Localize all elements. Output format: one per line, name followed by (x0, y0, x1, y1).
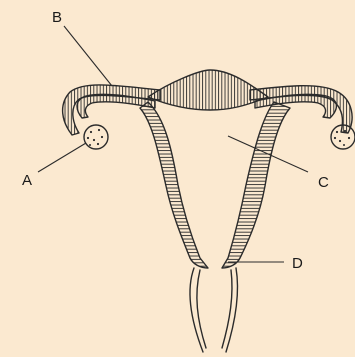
left-uterine-wall (140, 102, 208, 268)
right-uterine-wall (222, 102, 290, 268)
label-a: A (22, 172, 32, 189)
left-ovary (84, 125, 108, 149)
label-c: C (318, 174, 329, 191)
uterine-fundus (148, 70, 268, 110)
leader-line-a (38, 143, 86, 172)
label-b: B (52, 9, 62, 26)
vaginal-canal (190, 268, 238, 352)
leader-line-b (64, 26, 112, 86)
label-d: D (292, 255, 303, 272)
